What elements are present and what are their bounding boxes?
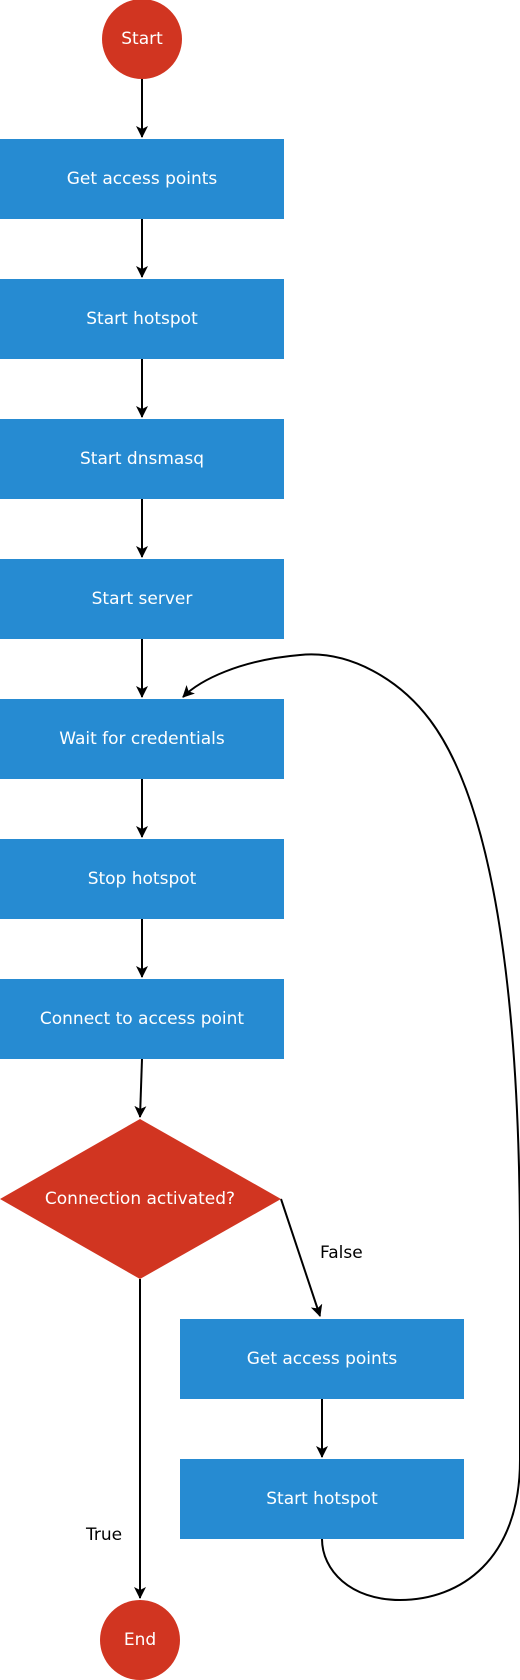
node-get-access-points-1: Get access points <box>0 139 284 219</box>
edge-decision-false <box>280 1198 323 1317</box>
process-box <box>0 979 284 1059</box>
false-label: False <box>320 1243 363 1263</box>
end-terminal <box>100 1600 180 1680</box>
node-start-hotspot-1: Start hotspot <box>0 279 284 359</box>
end-label: End <box>124 1630 156 1650</box>
start-dnsmasq-label: Start dnsmasq <box>80 449 204 469</box>
process-box <box>180 1319 464 1399</box>
node-start-dnsmasq: Start dnsmasq <box>0 419 284 499</box>
process-box <box>0 559 284 639</box>
connection-activated-label: Connection activated? <box>45 1189 235 1209</box>
process-box <box>0 279 284 359</box>
edges <box>134 78 520 1602</box>
process-box <box>0 839 284 919</box>
node-end: End <box>100 1600 180 1680</box>
start-hotspot-2-label: Start hotspot <box>266 1489 378 1509</box>
process-box <box>0 419 284 499</box>
node-start-server: Start server <box>0 559 284 639</box>
true-label: True <box>85 1525 122 1545</box>
get-access-points-2-label: Get access points <box>247 1349 398 1369</box>
node-connection-activated: Connection activated? <box>0 1119 281 1279</box>
start-terminal <box>102 0 182 79</box>
process-box <box>0 699 284 779</box>
process-box <box>0 139 284 219</box>
connect-to-access-point-label: Connect to access point <box>40 1009 245 1029</box>
node-start: Start <box>102 0 182 79</box>
edge-loop-back-to-wait <box>182 653 520 1602</box>
node-stop-hotspot: Stop hotspot <box>0 839 284 919</box>
get-access-points-1-label: Get access points <box>67 169 218 189</box>
start-label: Start <box>121 29 163 49</box>
wait-for-credentials-label: Wait for credentials <box>59 729 225 749</box>
decision-diamond <box>0 1119 281 1279</box>
start-hotspot-1-label: Start hotspot <box>86 309 198 329</box>
node-connect-to-access-point: Connect to access point <box>0 979 284 1059</box>
process-box <box>180 1459 464 1539</box>
start-server-label: Start server <box>92 589 193 609</box>
node-get-access-points-2: Get access points <box>180 1319 464 1399</box>
stop-hotspot-label: Stop hotspot <box>88 869 197 889</box>
edge-connect-to-decision <box>134 1058 147 1118</box>
node-start-hotspot-2: Start hotspot <box>180 1459 464 1539</box>
node-wait-for-credentials: Wait for credentials <box>0 699 284 779</box>
